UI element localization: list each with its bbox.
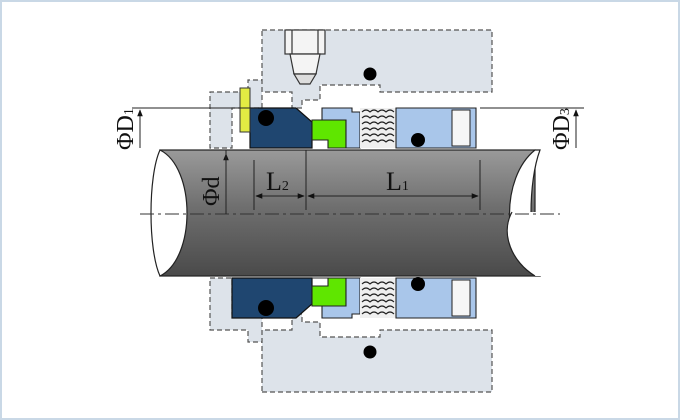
label-d1-main: D xyxy=(113,115,139,132)
housing-o-ring-top xyxy=(363,67,377,81)
label-l1-main: L xyxy=(386,167,402,196)
collar-o-ring-lower xyxy=(411,277,425,291)
seat-o-ring-lower xyxy=(258,300,274,316)
label-d1-sub: 1 xyxy=(122,108,137,115)
anti-rotation-pin xyxy=(239,87,251,133)
label-d1-symbol: Φ xyxy=(113,132,139,150)
set-screw-lower xyxy=(451,279,471,317)
label-d3-main: D xyxy=(549,115,575,132)
label-l2: L2 xyxy=(266,167,289,196)
label-d3: ΦD3 xyxy=(549,108,575,150)
label-d3-symbol: Φ xyxy=(549,132,575,150)
label-l2-main: L xyxy=(266,167,282,196)
label-d3-sub: 3 xyxy=(558,108,573,115)
collar-o-ring-upper xyxy=(411,133,425,147)
spring-lower xyxy=(360,278,396,318)
threaded-port xyxy=(284,29,326,85)
dimension-lines xyxy=(132,107,584,214)
label-l1-sub: 1 xyxy=(402,179,409,194)
label-l1: L1 xyxy=(386,167,409,196)
label-d-main: d xyxy=(199,176,225,188)
housing-upper xyxy=(209,29,493,149)
set-screw-upper xyxy=(451,109,471,147)
seat-o-ring-upper xyxy=(258,110,274,126)
housing xyxy=(209,29,493,393)
shaft xyxy=(150,149,560,277)
label-l2-sub: 2 xyxy=(282,179,289,194)
seat-ring-lower xyxy=(231,277,313,319)
housing-o-ring-bottom xyxy=(363,345,377,359)
spring-upper xyxy=(360,108,396,148)
housing-lower xyxy=(209,277,493,393)
label-d: Φd xyxy=(199,176,225,206)
label-d-symbol: Φ xyxy=(199,188,225,206)
label-d1: ΦD1 xyxy=(113,108,139,150)
